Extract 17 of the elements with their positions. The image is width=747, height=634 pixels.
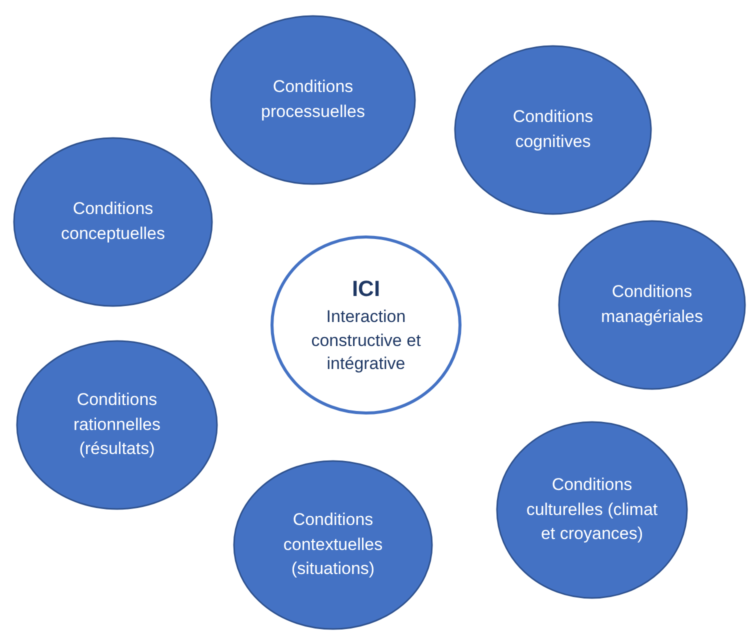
node-label: Conditions cognitives [512,106,594,153]
condition-ellipse [453,44,653,216]
condition-ellipse [15,339,219,511]
condition-ellipse [12,136,214,308]
node-label: Conditions managériales [600,281,704,328]
heading: ICI [352,274,380,303]
node-label: Conditions contextuelles (situations) [282,509,384,580]
node-label: Conditions conceptuelles [60,198,166,245]
condition-ellipse [495,420,689,600]
center-ellipse [270,235,462,415]
node-label: Conditions culturelles (climat et croyances) [525,474,659,546]
condition-ellipse [557,219,747,391]
node-label: Conditions processuelles [260,76,366,123]
condition-ellipse [209,14,417,186]
node-label: Conditions rationnelles (résultats) [72,389,162,460]
condition-ellipse [232,459,434,631]
node-label: Interaction constructive et intégrative [310,306,422,376]
